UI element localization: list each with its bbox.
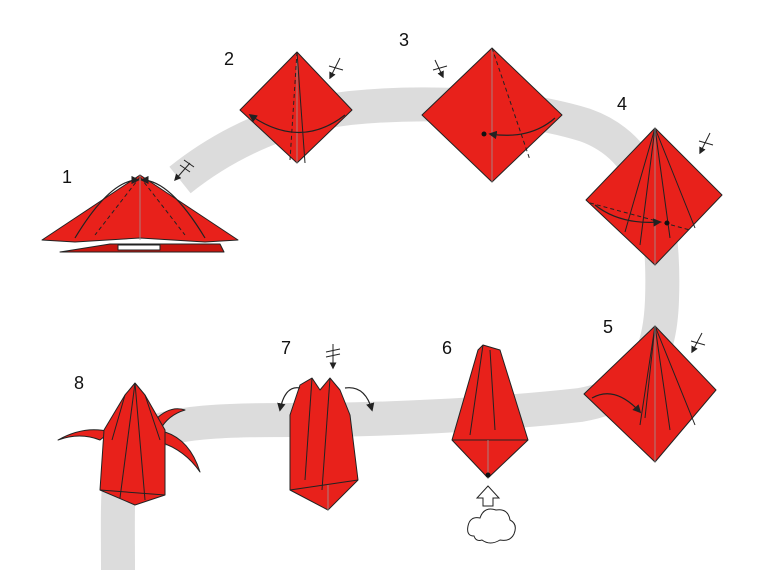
step-1-figure: [41, 174, 239, 253]
step-4-figure: [585, 127, 723, 266]
step-number-2: 2: [224, 49, 234, 69]
step-number-5: 5: [603, 317, 613, 337]
step-7-figure: [277, 377, 375, 511]
step-number-6: 6: [442, 338, 452, 358]
step-6-figure: [451, 344, 529, 479]
background-path: [100, 87, 680, 570]
step-8-figure: [57, 382, 201, 506]
turn-over-icon-7: [325, 344, 341, 370]
step-5-figure: [583, 325, 717, 463]
turn-over-icon-3: [432, 59, 448, 79]
step-number-4: 4: [617, 94, 627, 114]
turn-over-icon-4: [698, 132, 714, 155]
cloud-icon: [467, 508, 516, 544]
turn-over-icon-5: [690, 332, 706, 354]
turn-over-icon: [174, 159, 195, 182]
step-number-1: 1: [62, 167, 72, 187]
step-2-figure: [239, 51, 353, 164]
push-arrow-icon: [475, 485, 501, 507]
step-number-3: 3: [399, 30, 409, 50]
step-3-figure: [421, 47, 563, 183]
turn-over-icon-2: [328, 57, 344, 80]
step-number-7: 7: [281, 338, 291, 358]
step-number-8: 8: [74, 373, 84, 393]
